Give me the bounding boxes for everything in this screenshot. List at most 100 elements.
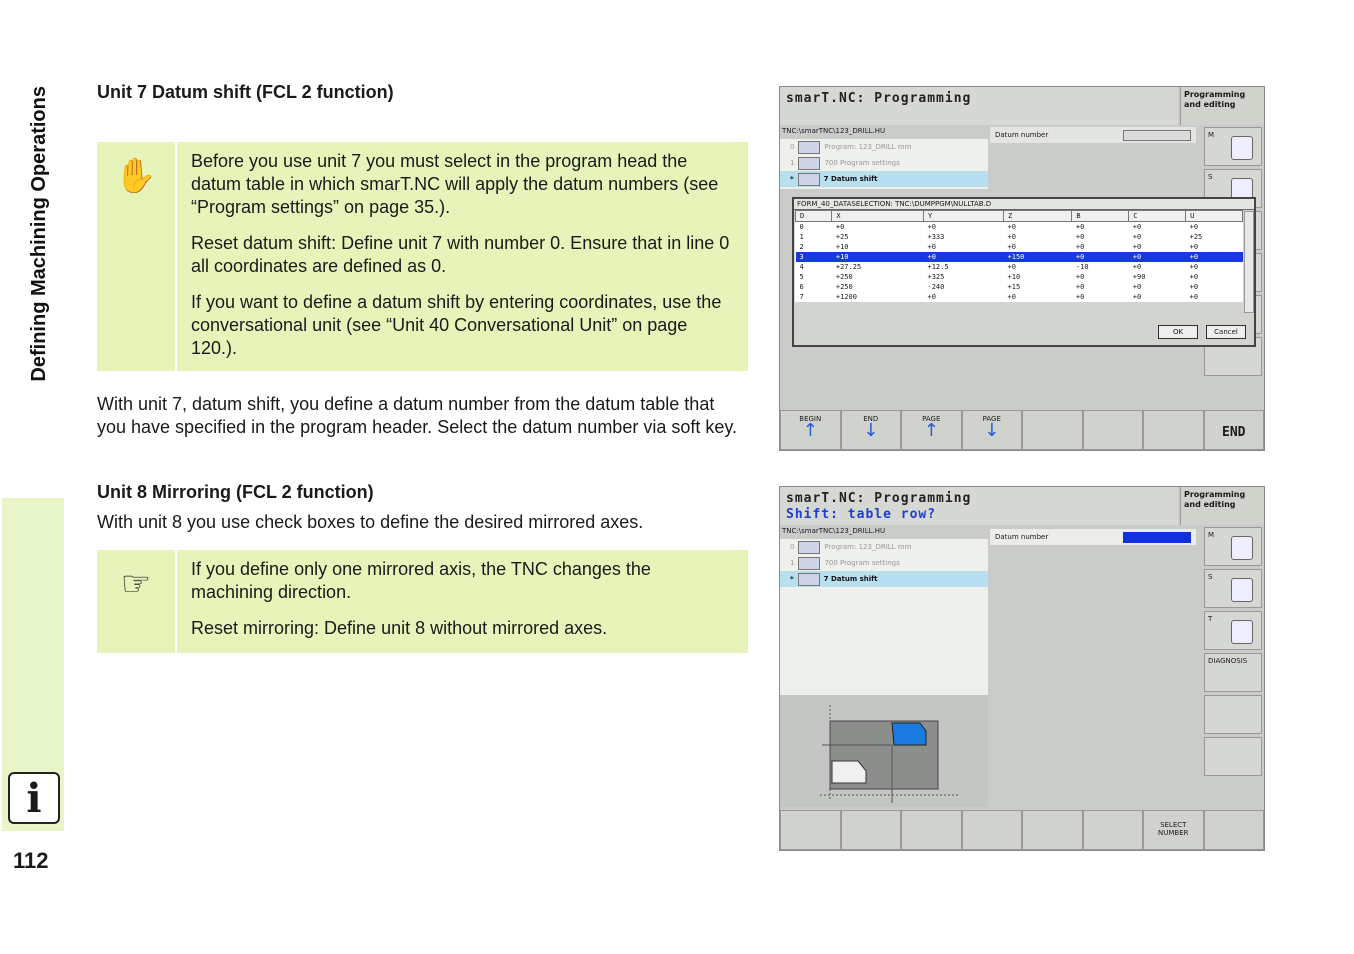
softkey-empty[interactable] bbox=[1203, 810, 1264, 850]
softkey-m[interactable]: M bbox=[1204, 527, 1262, 566]
table-row[interactable]: 0+0+0+0+0+0+0 bbox=[796, 222, 1243, 233]
table-cell: +0 bbox=[1075, 243, 1085, 251]
table-cell: +0 bbox=[1071, 252, 1129, 262]
table-row[interactable]: 3+10+0+150+0+0+0 bbox=[795, 252, 1243, 262]
table-cell: +0 bbox=[1132, 233, 1142, 241]
table-cell: 6 bbox=[799, 283, 804, 291]
section-heading-unit7: Unit 7 Datum shift (FCL 2 function) bbox=[97, 82, 394, 102]
datum-number-field[interactable]: Datum number bbox=[990, 127, 1196, 143]
table-cell: -240 bbox=[927, 283, 945, 291]
table-cell: +0 bbox=[1189, 243, 1199, 251]
datum-selection-dialog: FORM_40_DATASELECTION: TNC:\DUMPPGM\NULL… bbox=[792, 197, 1256, 347]
table-row[interactable]: 4+27.25+12.5+0-10+0+0 bbox=[796, 262, 1243, 272]
softkey-diagnosis[interactable]: DIAGNOSIS bbox=[1204, 653, 1262, 692]
vertical-softkeys: M S T DIAGNOSIS bbox=[1204, 527, 1264, 779]
table-cell: +250 bbox=[835, 283, 853, 291]
table-cell: +0 bbox=[1132, 263, 1142, 271]
program-path: TNC:\smarTNC\123_DRILL.HU bbox=[782, 127, 886, 135]
softkey-m[interactable]: M bbox=[1204, 127, 1262, 166]
cancel-button[interactable]: Cancel bbox=[1206, 325, 1246, 339]
dialog-title: FORM_40_DATASELECTION: TNC:\DUMPPGM\NULL… bbox=[794, 199, 1254, 210]
softkey-empty[interactable] bbox=[1022, 410, 1083, 450]
table-cell: +0 bbox=[1132, 243, 1142, 251]
table-cell: +1200 bbox=[835, 293, 857, 301]
softkey-empty[interactable] bbox=[1143, 410, 1204, 450]
datum-number-field[interactable]: Datum number bbox=[990, 529, 1196, 545]
arrow-down-icon: ↓ bbox=[863, 420, 879, 441]
table-cell: +0 bbox=[1007, 293, 1016, 301]
note-paragraph: If you want to define a datum shift by e… bbox=[191, 292, 722, 358]
table-cell: +25 bbox=[835, 233, 849, 241]
table-cell: +0 bbox=[1132, 283, 1142, 291]
table-cell: +0 bbox=[1189, 273, 1199, 281]
table-cell: -10 bbox=[1075, 263, 1089, 271]
softkey-page-up[interactable]: PAGE↑ bbox=[901, 410, 962, 450]
table-cell: +0 bbox=[1132, 223, 1142, 231]
column-header: D bbox=[794, 210, 833, 222]
screenshot-datum-table: smarT.NC: Programming Programming and ed… bbox=[779, 86, 1265, 451]
softkey-end-dialog[interactable]: END bbox=[1203, 410, 1264, 450]
table-row[interactable]: 6+250-240+15+0+0+0 bbox=[796, 282, 1243, 292]
softkey-empty[interactable] bbox=[840, 810, 901, 850]
softkey-empty[interactable] bbox=[901, 810, 962, 850]
settings-icon bbox=[798, 556, 821, 570]
table-row[interactable]: 7+1200+0+0+0+0+0 bbox=[796, 292, 1243, 302]
column-header: U bbox=[1185, 210, 1243, 222]
softkey-5[interactable] bbox=[1204, 695, 1262, 734]
softkey-t[interactable]: T bbox=[1204, 611, 1262, 650]
softkey-empty[interactable] bbox=[1022, 810, 1083, 850]
table-cell: +0 bbox=[1128, 252, 1186, 262]
table-cell: 7 bbox=[799, 293, 804, 301]
m-function-icon bbox=[1231, 136, 1253, 160]
softkey-empty[interactable] bbox=[1082, 410, 1143, 450]
note-paragraph: Before you use unit 7 you must select in… bbox=[191, 151, 719, 217]
table-cell: +0 bbox=[1189, 223, 1199, 231]
table-cell: +150 bbox=[1003, 252, 1072, 262]
softkey-empty[interactable] bbox=[780, 810, 841, 850]
table-cell: 2 bbox=[799, 243, 804, 251]
arrow-up-icon: ↑ bbox=[802, 420, 818, 441]
table-row[interactable]: 1+25+333+0+0+0+25 bbox=[796, 232, 1243, 242]
column-header: C bbox=[1128, 210, 1187, 222]
intro-paragraph-unit8: With unit 8 you use check boxes to defin… bbox=[97, 512, 644, 532]
spindle-icon bbox=[1231, 578, 1253, 602]
table-row[interactable]: 5+250+325+10+0+90+0 bbox=[796, 272, 1243, 282]
softkey-select-number[interactable]: SELECT NUMBER bbox=[1143, 810, 1204, 850]
softkey-empty[interactable] bbox=[961, 810, 1022, 850]
page-number: 112 bbox=[13, 848, 49, 873]
table-cell: +0 bbox=[1007, 263, 1016, 271]
tree-item-selected[interactable]: *7 Datum shift bbox=[780, 571, 988, 587]
softkey-empty[interactable] bbox=[1082, 810, 1143, 850]
softkey-page-down[interactable]: PAGE↓ bbox=[961, 410, 1022, 450]
softkey-begin[interactable]: BEGIN↑ bbox=[780, 410, 841, 450]
screenshot-shift-prompt: smarT.NC: Programming Shift: table row? … bbox=[779, 486, 1265, 851]
arrow-down-icon: ↓ bbox=[984, 420, 1000, 441]
ok-button[interactable]: OK bbox=[1158, 325, 1198, 339]
softkey-end[interactable]: END↓ bbox=[840, 410, 901, 450]
arrow-up-icon: ↑ bbox=[923, 420, 939, 441]
datum-shift-icon bbox=[797, 572, 820, 586]
table-cell: 4 bbox=[799, 263, 804, 271]
tree-item-selected[interactable]: *7 Datum shift bbox=[780, 171, 988, 187]
column-header: X bbox=[831, 210, 924, 222]
table-cell: +25 bbox=[1189, 233, 1203, 241]
softkey-s[interactable]: S bbox=[1204, 569, 1262, 608]
table-cell: +0 bbox=[923, 252, 1004, 262]
table-cell: +0 bbox=[1075, 293, 1085, 301]
table-cell: +27.25 bbox=[835, 263, 862, 271]
horizontal-softkeys: BEGIN↑ END↓ PAGE↑ PAGE↓ END bbox=[780, 410, 1264, 450]
program-icon bbox=[798, 140, 821, 154]
table-row[interactable]: 2+10+0+0+0+0+0 bbox=[796, 242, 1243, 252]
softkey-6[interactable] bbox=[1204, 737, 1262, 776]
table-cell: +0 bbox=[1075, 233, 1085, 241]
pointing-hand-icon: ☞ bbox=[97, 550, 177, 653]
vertical-scrollbar[interactable] bbox=[1244, 211, 1254, 313]
section-heading-unit8: Unit 8 Mirroring (FCL 2 function) bbox=[97, 482, 374, 502]
